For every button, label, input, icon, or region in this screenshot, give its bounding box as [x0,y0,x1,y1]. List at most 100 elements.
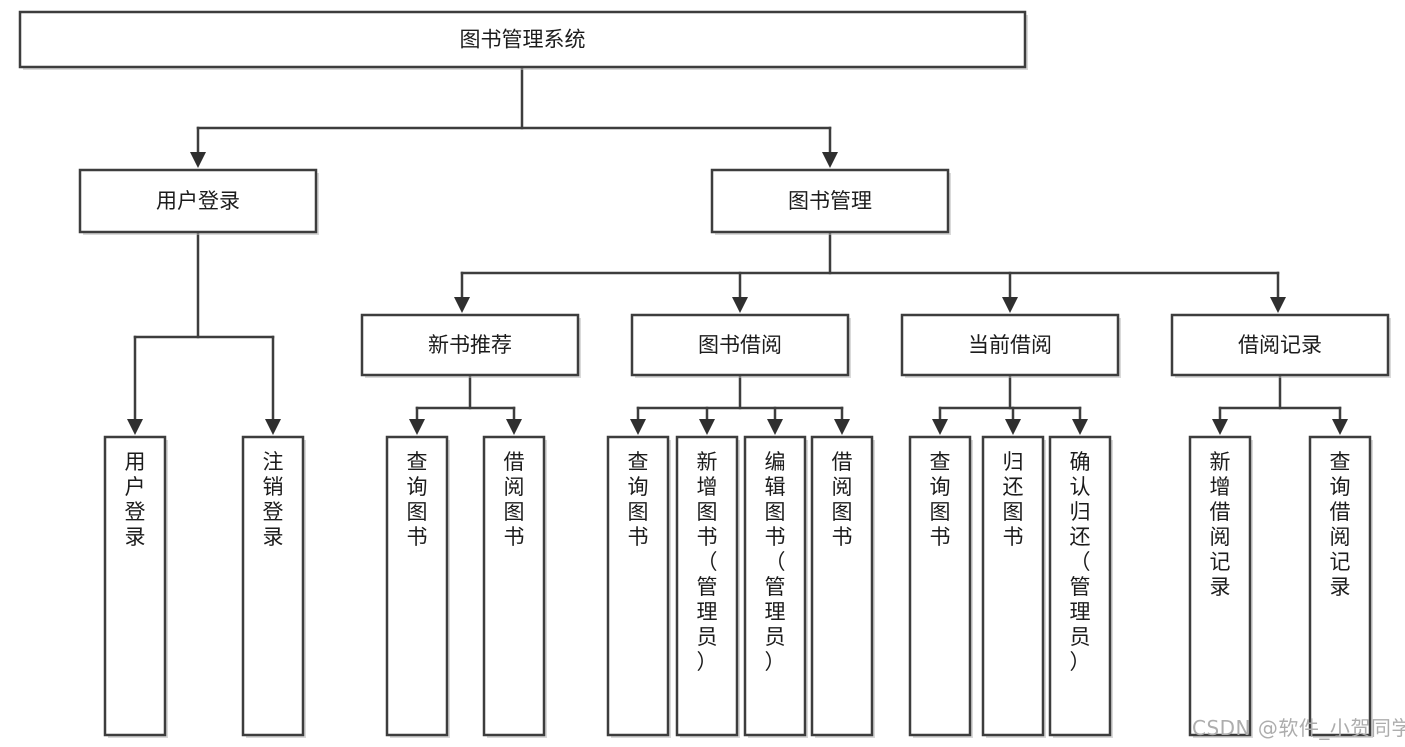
node-box[interactable] [1188,435,1252,737]
node-label: 新书推荐 [428,333,512,357]
node-label: 借阅记录 [1238,333,1322,357]
node-label: 当前借阅 [968,333,1052,357]
node-label: 借阅图书 [832,450,853,549]
leaf-node-leaf-logout-login[interactable]: 注销登录 [241,435,306,738]
node-label: 查询图书 [628,450,649,549]
level3-node-current-borrow[interactable]: 当前借阅 [900,313,1121,378]
arrow-head-icon [127,419,143,435]
level2-node-book-manage[interactable]: 图书管理 [710,168,951,235]
arrow-head-icon [1005,419,1021,435]
connector-borrow-to-l3 [767,406,783,435]
leaf-node-leaf-edit-book[interactable]: 编辑图书（管理员） [743,435,808,738]
connector-book-manage-to-c1 [454,271,470,313]
arrow-head-icon [1002,297,1018,313]
leaf-node-leaf-query-book-3[interactable]: 查询图书 [908,435,973,738]
arrow-head-icon [265,419,281,435]
connector-recommend-to-l1 [409,406,425,435]
node-box[interactable] [743,435,807,737]
connector-book-manage-to-c2 [732,271,748,313]
leaf-node-leaf-add-book[interactable]: 新增图书（管理员） [675,435,740,738]
connectors-layer [127,65,1348,435]
connector-current-to-l2 [1005,406,1021,435]
level2-node-user-login[interactable]: 用户登录 [78,168,319,235]
node-box[interactable] [103,435,167,737]
node-label: 图书借阅 [698,333,782,357]
arrow-head-icon [409,419,425,435]
node-box[interactable] [241,435,305,737]
nodes-layer: 图书管理系统用户登录图书管理新书推荐图书借阅当前借阅借阅记录用户登录注销登录查询… [18,10,1391,738]
arrow-head-icon [190,152,206,168]
arrow-head-icon [767,419,783,435]
connector-current-to-l3 [1072,406,1088,435]
node-box[interactable] [908,435,972,737]
level3-node-borrow-record[interactable]: 借阅记录 [1170,313,1391,378]
node-box[interactable] [1308,435,1372,737]
node-box[interactable] [1170,313,1390,377]
node-box[interactable] [385,435,449,737]
connector-borrow-to-l2 [699,406,715,435]
node-label: 查询图书 [930,450,951,549]
leaf-node-leaf-query-book-2[interactable]: 查询图书 [606,435,671,738]
node-label: 查询图书 [407,450,428,549]
connector-root-to-book-manage [822,126,838,168]
root-node-root[interactable]: 图书管理系统 [18,10,1028,70]
node-label: 图书管理系统 [460,28,586,52]
leaf-node-leaf-query-book-1[interactable]: 查询图书 [385,435,450,738]
node-box[interactable] [810,435,874,737]
arrow-head-icon [506,419,522,435]
leaf-node-leaf-confirm-return[interactable]: 确认归还（管理员） [1048,435,1113,738]
node-label: 确认归还（管理员） [1070,450,1091,674]
level3-node-book-borrow[interactable]: 图书借阅 [630,313,851,378]
node-label: 借阅图书 [504,450,525,549]
arrow-head-icon [454,297,470,313]
connector-record-to-l1 [1212,406,1228,435]
arrow-head-icon [1332,419,1348,435]
node-label: 用户登录 [156,189,240,213]
node-box[interactable] [1048,435,1112,737]
node-label: 查询借阅记录 [1330,450,1351,599]
node-label: 编辑图书（管理员） [765,450,786,674]
level3-node-new-book-recommend[interactable]: 新书推荐 [360,313,581,378]
connector-user-login-to-leaf1 [127,335,143,435]
connector-book-manage-to-c4 [1270,271,1286,313]
node-box[interactable] [981,435,1045,737]
leaf-node-leaf-user-login[interactable]: 用户登录 [103,435,168,738]
node-label: 新增图书（管理员） [697,450,718,674]
node-box[interactable] [606,435,670,737]
node-label: 新增借阅记录 [1210,450,1231,599]
node-box[interactable] [900,313,1120,377]
node-label: 注销登录 [263,450,284,549]
connector-record-to-l2 [1332,406,1348,435]
connector-current-to-l1 [932,406,948,435]
node-label: 用户登录 [125,450,146,549]
connector-root-to-user-login [190,126,206,168]
leaf-node-leaf-borrow-book-2[interactable]: 借阅图书 [810,435,875,738]
arrow-head-icon [822,152,838,168]
arrow-head-icon [630,419,646,435]
arrow-head-icon [1072,419,1088,435]
leaf-node-leaf-borrow-book-1[interactable]: 借阅图书 [482,435,547,738]
connector-borrow-to-l1 [630,406,646,435]
connector-borrow-to-l4 [834,406,850,435]
leaf-node-leaf-add-record[interactable]: 新增借阅记录 [1188,435,1253,738]
node-box[interactable] [78,168,318,234]
arrow-head-icon [1212,419,1228,435]
leaf-node-leaf-return-book[interactable]: 归还图书 [981,435,1046,738]
node-box[interactable] [18,10,1027,69]
node-box[interactable] [360,313,580,377]
arrow-head-icon [732,297,748,313]
leaf-node-leaf-query-record[interactable]: 查询借阅记录 [1308,435,1373,738]
connector-recommend-to-l2 [506,406,522,435]
node-box[interactable] [482,435,546,737]
node-label: 归还图书 [1003,450,1024,549]
node-box[interactable] [675,435,739,737]
arrow-head-icon [834,419,850,435]
node-box[interactable] [630,313,850,377]
node-label: 图书管理 [788,189,872,213]
connector-book-manage-to-c3 [1002,271,1018,313]
watermark-label: CSDN @软件_小贺同学 [1192,716,1405,740]
connector-user-login-to-leaf2 [265,335,281,435]
node-box[interactable] [710,168,950,234]
